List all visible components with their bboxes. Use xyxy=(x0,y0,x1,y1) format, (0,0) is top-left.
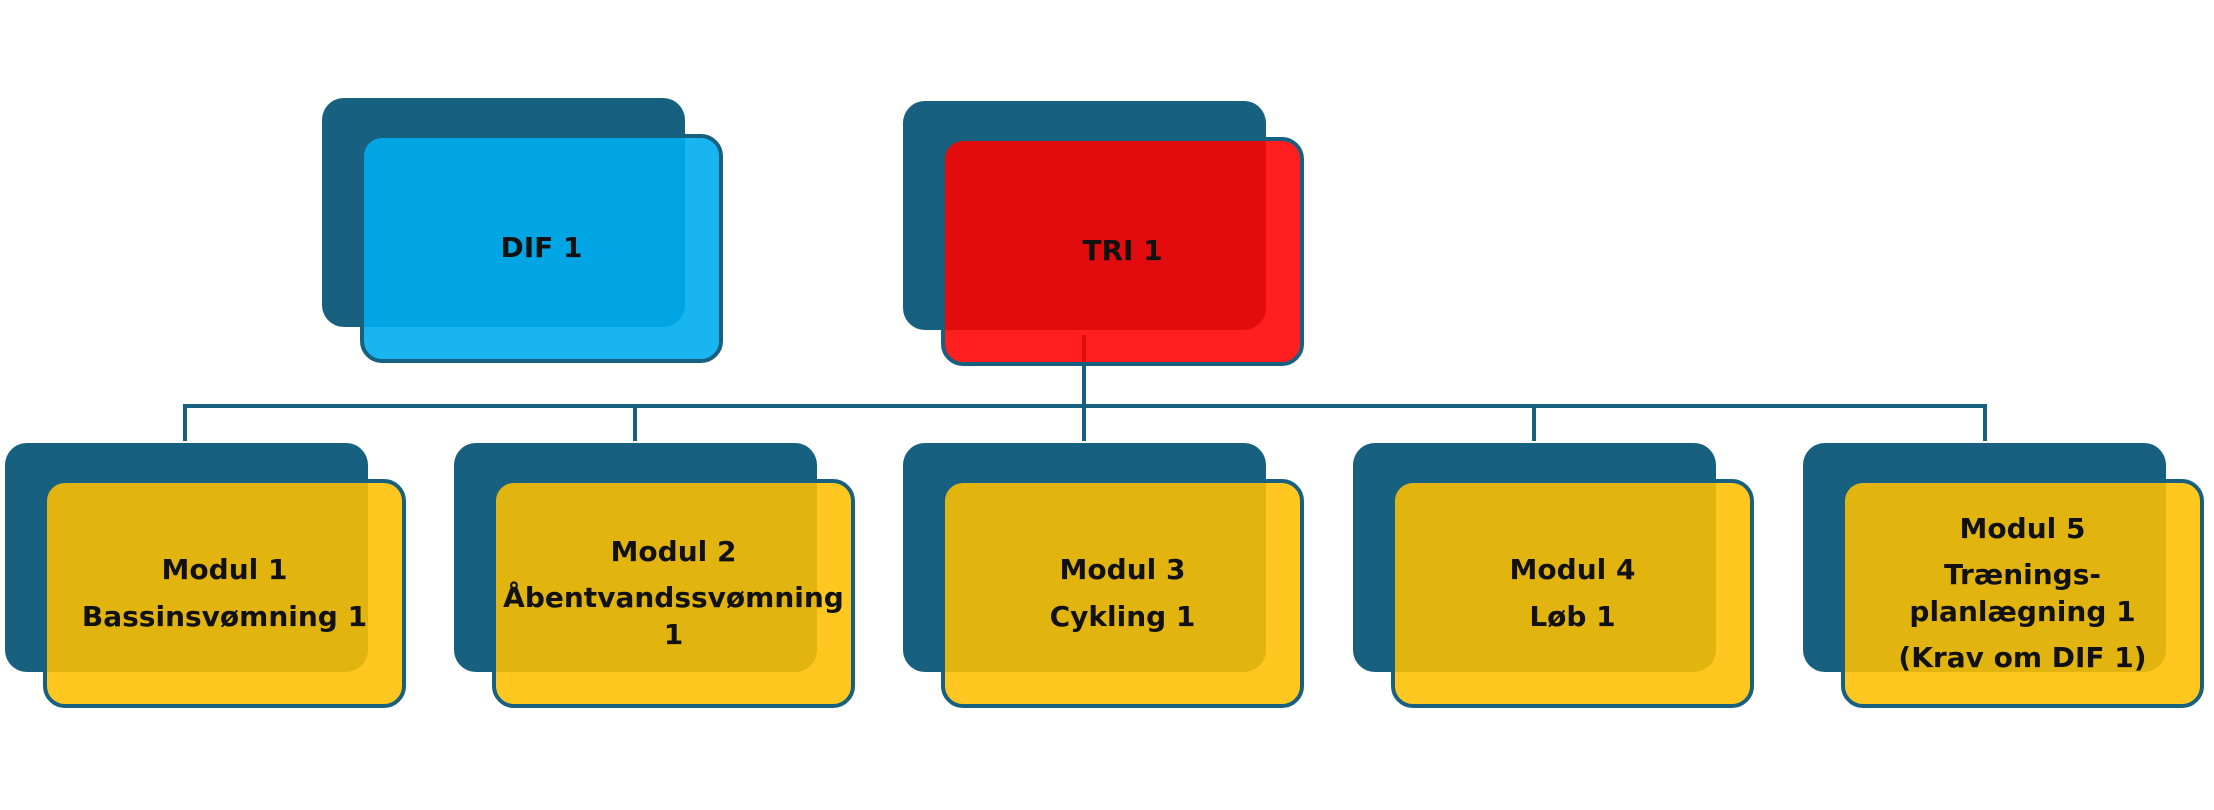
module-subject: Løb 1 xyxy=(1529,599,1616,633)
module-subject: Cykling 1 xyxy=(1049,599,1196,633)
node-label: TRI 1 xyxy=(1082,234,1163,268)
node-modul-5: Modul 5 Trænings-planlægning 1 (Krav om … xyxy=(1803,443,2208,708)
node-box: Modul 4 Løb 1 xyxy=(1391,479,1754,708)
module-subject: Bassinsvømning 1 xyxy=(81,599,368,633)
node-modul-1: Modul 1 Bassinsvømning 1 xyxy=(5,443,410,708)
node-box: DIF 1 xyxy=(360,134,723,363)
node-box: TRI 1 xyxy=(941,137,1304,366)
module-subject: Trænings-planlægning 1 xyxy=(1909,558,2136,628)
module-title: Modul 2 xyxy=(610,534,737,568)
node-tri-1: TRI 1 xyxy=(903,101,1308,366)
module-title: Modul 3 xyxy=(1059,553,1186,587)
node-modul-3: Modul 3 Cykling 1 xyxy=(903,443,1308,708)
module-title: Modul 4 xyxy=(1509,553,1636,587)
module-title: Modul 5 xyxy=(1959,511,2086,545)
module-requirement: (Krav om DIF 1) xyxy=(1898,640,2147,674)
node-label: DIF 1 xyxy=(500,231,583,265)
node-dif-1: DIF 1 xyxy=(322,98,727,363)
node-modul-2: Modul 2 Åbentvandssvømning 1 xyxy=(454,443,859,708)
module-subject: Åbentvandssvømning 1 xyxy=(503,581,844,651)
module-title: Modul 1 xyxy=(161,553,288,587)
node-box: Modul 2 Åbentvandssvømning 1 xyxy=(492,479,855,708)
node-box: Modul 5 Trænings-planlægning 1 (Krav om … xyxy=(1841,479,2204,708)
node-box: Modul 1 Bassinsvømning 1 xyxy=(43,479,406,708)
node-modul-4: Modul 4 Løb 1 xyxy=(1353,443,1758,708)
node-box: Modul 3 Cykling 1 xyxy=(941,479,1304,708)
